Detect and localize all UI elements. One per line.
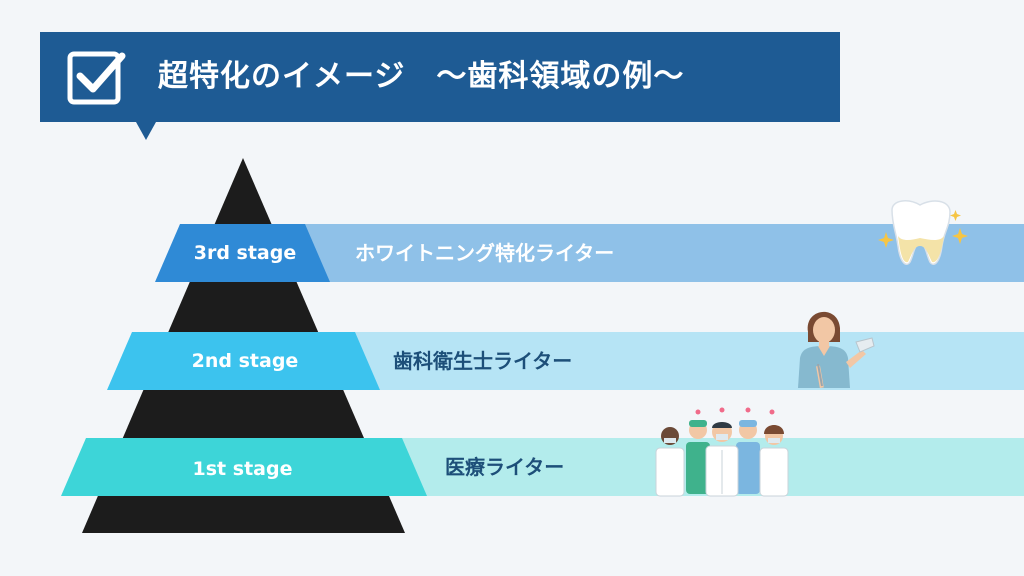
stage-label-1st: 1st stage xyxy=(192,458,293,480)
band-3rd-stage: ホワイトニング特化ライター xyxy=(240,224,1024,282)
stage-trapezoid-2 xyxy=(107,332,380,390)
stage-label-2nd: 2nd stage xyxy=(191,350,299,372)
medical-team-icon xyxy=(655,407,789,497)
title-banner: 超特化のイメージ ～歯科領域の例～ xyxy=(40,32,840,140)
stage-trapezoid-1 xyxy=(61,438,427,496)
checkbox-icon xyxy=(67,51,126,105)
page-title: 超特化のイメージ ～歯科領域の例～ xyxy=(158,59,685,94)
dental-hygienist-icon xyxy=(798,311,875,388)
stage-label-3rd: 3rd stage xyxy=(193,242,297,264)
stage-trapezoid-3 xyxy=(155,224,330,282)
band-label-1st-stage: 医療ライター xyxy=(445,455,565,479)
sparkling-tooth-icon xyxy=(878,200,968,266)
band-label-3rd-stage: ホワイトニング特化ライター xyxy=(355,241,615,265)
band-label-2nd-stage: 歯科衛生士ライター xyxy=(393,349,573,373)
